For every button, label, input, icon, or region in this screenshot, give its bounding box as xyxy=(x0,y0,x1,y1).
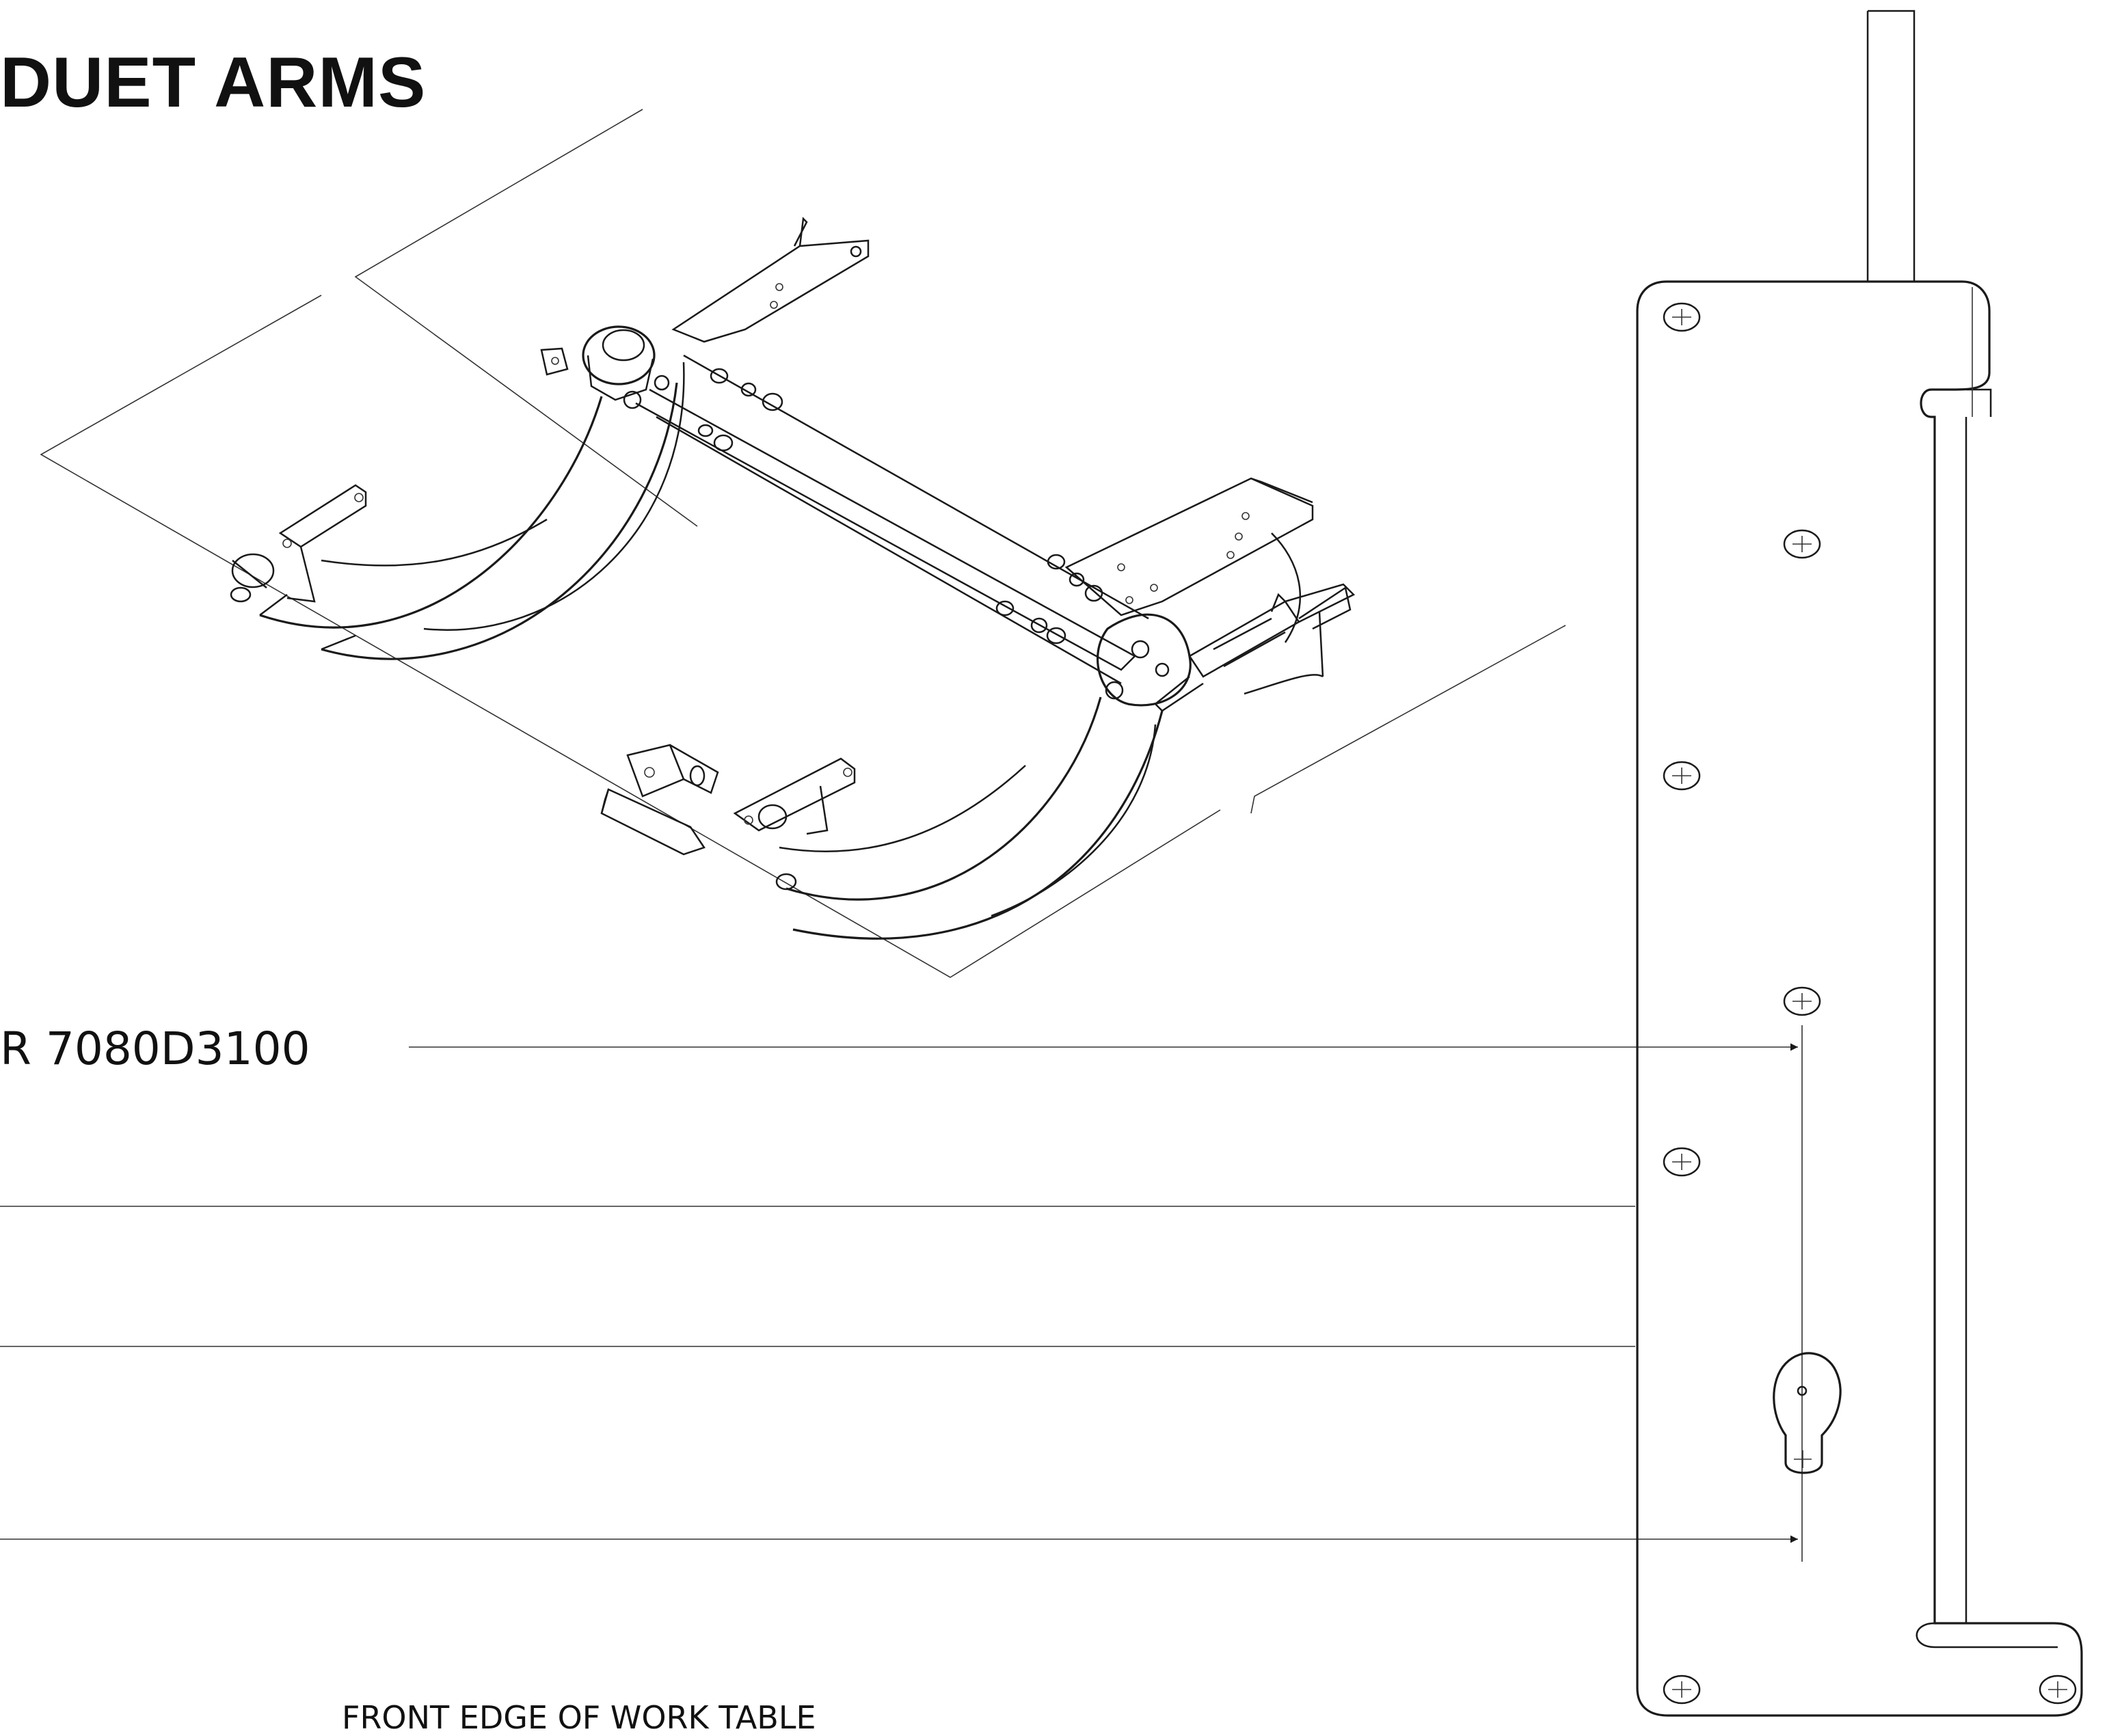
adjustment-knob xyxy=(582,325,670,409)
screw-hole-1 xyxy=(1663,302,1701,332)
right-arm-hub xyxy=(995,554,1192,707)
tension-mechanism xyxy=(1154,583,1356,712)
screw-hole-2 xyxy=(1783,529,1821,559)
screw-hole-7 xyxy=(2039,1674,2077,1705)
screw-hole-4 xyxy=(1783,986,1821,1016)
crossbar-beam xyxy=(635,354,1149,685)
screw-hole-6 xyxy=(1663,1674,1701,1705)
dimension-lines xyxy=(0,1025,1803,1562)
front-edge-label: FRONT EDGE OF WORK TABLE xyxy=(342,1699,816,1736)
right-mount-bracket xyxy=(1064,477,1314,643)
desk-surface-left xyxy=(40,109,1221,978)
keyhole-slot xyxy=(1773,1352,1842,1474)
rear-mount-bracket xyxy=(540,217,870,376)
screw-hole-5 xyxy=(1663,1147,1701,1177)
desk-surface-right xyxy=(1250,625,1566,814)
crossbar-washers xyxy=(697,368,783,452)
right-arm xyxy=(733,696,1164,940)
part-number-label: R 7080D3100 xyxy=(0,1022,310,1075)
front-mount-plate xyxy=(600,744,719,856)
left-arm xyxy=(230,362,685,660)
page-title: DUET ARMS xyxy=(0,43,427,122)
mounting-template xyxy=(1636,10,2083,1717)
screw-hole-3 xyxy=(1663,761,1701,791)
